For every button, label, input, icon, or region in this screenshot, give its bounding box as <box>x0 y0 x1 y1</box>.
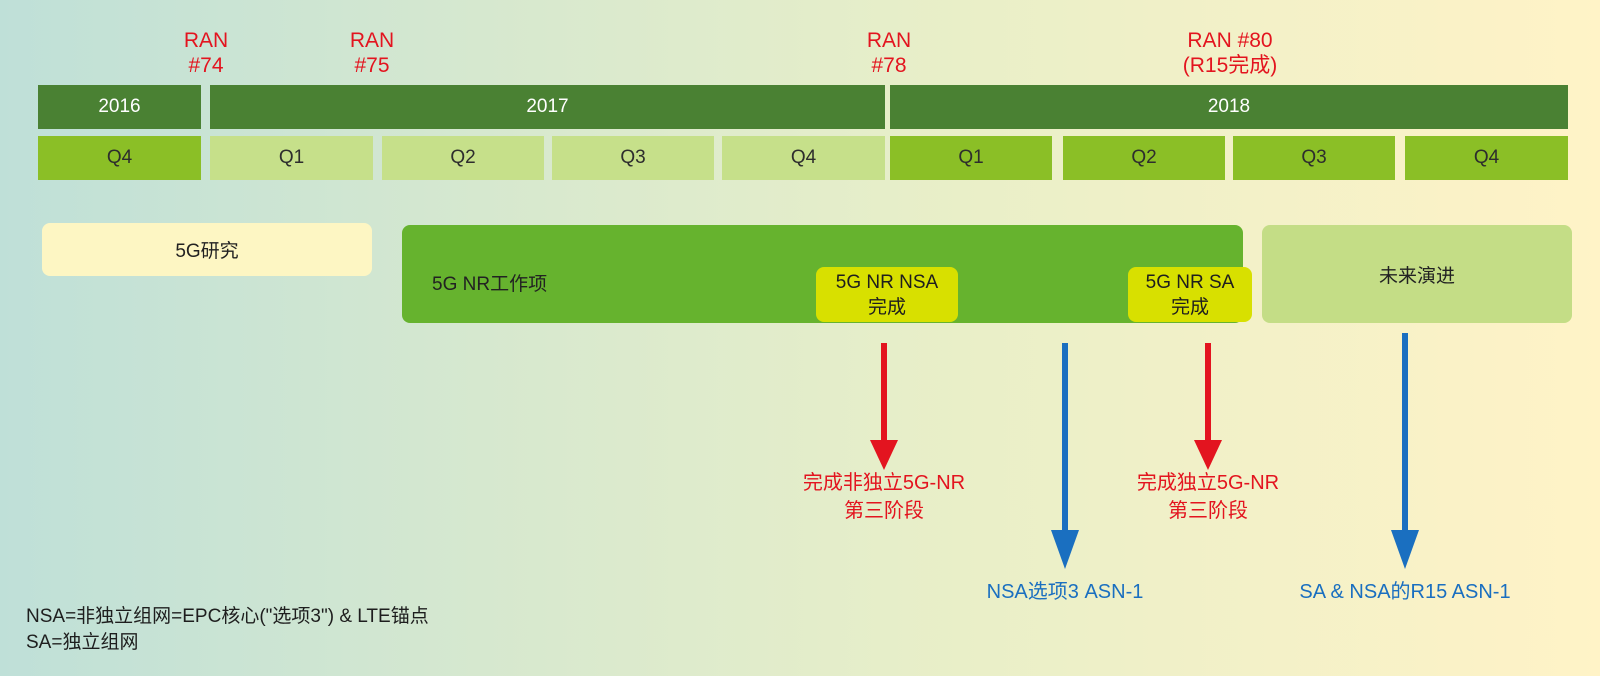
ran-74-label: RAN #74 <box>183 29 229 77</box>
legend-nsa: NSA=非独立组网=EPC核心("选项3") & LTE锚点 <box>26 606 429 627</box>
milestone-nsa-complete: 5G NR NSA 完成 <box>816 267 958 322</box>
quarter-2017-q4: Q4 <box>722 136 885 180</box>
ran-75-label: RAN #75 <box>349 29 395 77</box>
outcome-nsa-asn1: NSA选项3 ASN-1 <box>986 581 1144 603</box>
quarter-2017-q3: Q3 <box>552 136 714 180</box>
quarter-2017-q1: Q1 <box>210 136 373 180</box>
quarter-2017-q2: Q2 <box>382 136 544 180</box>
quarter-2018-q2: Q2 <box>1063 136 1225 180</box>
legend-sa: SA=独立组网 <box>26 632 139 653</box>
phase-future-evolution: 未来演进 <box>1262 225 1572 323</box>
ran-80-label: RAN #80 (R15完成) <box>1182 29 1278 77</box>
phase-5g-research: 5G研究 <box>42 223 372 276</box>
red-arrow-sa <box>1194 343 1222 470</box>
quarter-2018-q3: Q3 <box>1233 136 1395 180</box>
quarter-2018-q4: Q4 <box>1405 136 1568 180</box>
legend: NSA=非独立组网=EPC核心("选项3") & LTE锚点 SA=独立组网 <box>26 604 586 656</box>
year-2016-bar: 2016 <box>38 85 201 129</box>
outcome-sa-phase3: 完成独立5G-NR 第三阶段 <box>1136 472 1280 522</box>
red-arrow-nsa <box>870 343 898 470</box>
year-2018-bar: 2018 <box>890 85 1568 129</box>
quarter-2018-q1: Q1 <box>890 136 1052 180</box>
ran-78-label: RAN #78 <box>866 29 912 77</box>
year-2017-bar: 2017 <box>210 85 885 129</box>
outcome-r15-asn1: SA & NSA的R15 ASN-1 <box>1299 581 1511 603</box>
outcome-nsa-phase3: 完成非独立5G-NR 第三阶段 <box>802 472 966 522</box>
blue-arrow-r15-asn <box>1391 333 1419 569</box>
blue-arrow-nsa-asn <box>1051 343 1079 569</box>
quarter-2016-q4: Q4 <box>38 136 201 180</box>
milestone-sa-complete: 5G NR SA 完成 <box>1128 267 1252 322</box>
